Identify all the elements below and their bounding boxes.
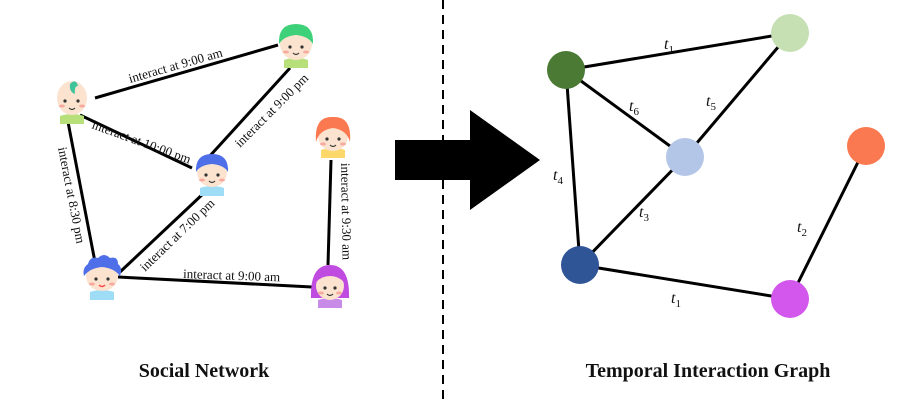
graph-edge-nv-mg	[579, 263, 791, 301]
edge-b-c	[206, 66, 292, 160]
edge-a-c	[79, 113, 193, 170]
avatar-person-c	[195, 154, 229, 196]
graph-node-navy	[561, 246, 599, 284]
avatar-person-d	[83, 255, 122, 300]
graph-edge-label-dg-lg: t1	[664, 36, 674, 56]
graph-edge-label-dg-nv: t4	[553, 167, 563, 187]
graph-node-orange	[847, 127, 885, 165]
edge-a-b	[94, 43, 279, 100]
graph-node-light-blue	[666, 138, 704, 176]
edge-label-a-c: interact at 10:00 pm	[90, 117, 193, 167]
graph-edge-label-lb-lg: t5	[706, 93, 716, 113]
graph-edge-or-mg	[788, 145, 868, 300]
edge-label-e-f: interact at 9:30 am	[338, 163, 355, 260]
caption-social-network: Social Network	[139, 360, 270, 382]
edge-label-b-c: interact at 9:00 pm	[232, 70, 312, 150]
edge-a-d	[66, 121, 97, 263]
temporal-graph-panel: t1 t6 t5 t4 t3 t2 t1 Temporal Interactio…	[547, 14, 885, 382]
avatar-person-e	[315, 116, 351, 158]
social-network-panel: interact at 9:00 am interact at 9:00 pm …	[55, 24, 355, 382]
graph-edge-label-lb-nv: t3	[639, 204, 649, 224]
avatar-person-b	[278, 24, 314, 68]
graph-edge-dg-lg	[565, 31, 791, 72]
avatar-person-f	[310, 265, 350, 308]
caption-temporal-interaction-graph: Temporal Interaction Graph	[586, 360, 831, 382]
transform-arrow-icon	[395, 110, 540, 210]
graph-edge-lb-nv	[578, 155, 687, 267]
edge-e-f	[326, 159, 333, 266]
graph-node-magenta	[771, 280, 809, 318]
avatar-person-a	[57, 81, 87, 124]
edge-label-c-d: interact at 7:00 pm	[137, 195, 218, 274]
graph-edge-label-nv-mg: t1	[671, 290, 681, 310]
edge-d-f	[117, 275, 313, 289]
edge-label-d-f: interact at 9:00 am	[183, 266, 281, 284]
graph-node-dark-green	[547, 51, 585, 89]
graph-edge-dg-nv	[564, 69, 582, 266]
graph-edge-lb-lg	[683, 32, 792, 158]
graph-edge-label-or-mg: t2	[797, 219, 807, 239]
graph-edge-label-dg-lb: t6	[629, 98, 639, 118]
edge-c-d	[118, 190, 207, 274]
graph-edge-dg-lb	[565, 68, 686, 159]
graph-node-light-green	[771, 14, 809, 52]
